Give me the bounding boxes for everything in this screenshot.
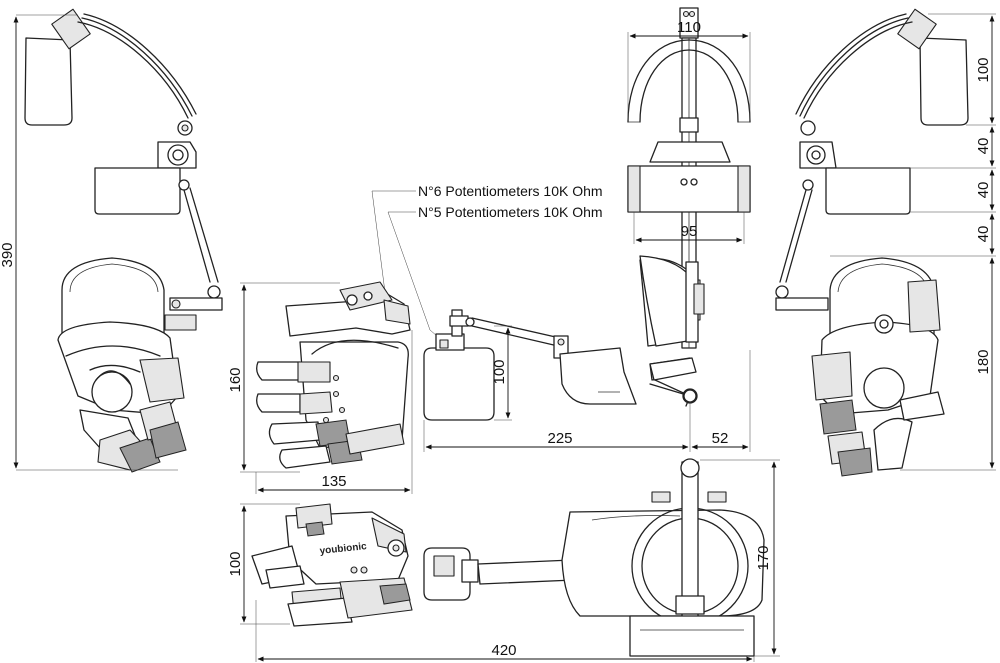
dimension-hand-width: 135	[255, 330, 413, 494]
dim-label-top-width: 110	[677, 19, 701, 36]
right-side-view	[775, 8, 969, 477]
arm-side-view	[423, 255, 705, 421]
dimension-arm-height: 100	[491, 325, 512, 421]
bottom-hand-view: youbionic	[251, 503, 413, 627]
bottom-arm-view	[423, 458, 765, 657]
dim-label-bracket-width: 95	[681, 223, 698, 240]
dim-label-overall-height: 390	[0, 242, 16, 267]
dim-label-wrist-offset: 52	[712, 430, 729, 447]
dimension-overall-height: 390	[0, 14, 178, 471]
dimension-bottom-total-height: 170	[700, 459, 780, 657]
dim-label-arm-reach: 225	[547, 430, 572, 447]
dimension-bracket-width: 95	[633, 212, 745, 244]
dim-label-arm-height: 100	[491, 359, 508, 384]
brand-logo-text: youbionic	[319, 541, 368, 557]
dim-label-overall-length: 420	[491, 642, 516, 659]
right-dimension-chain: 100 40 40 40 180	[830, 13, 996, 471]
dim-label-top-right-upper: 100	[975, 57, 992, 82]
dimension-bottom-hand-height: 100	[227, 503, 300, 625]
dim-label-bottom-hand-height: 100	[227, 551, 244, 576]
dim-label-right-seg-2: 40	[975, 182, 992, 199]
potentiometer-annotations: N°6 Potentiometers 10K Ohm N°5 Potentiom…	[371, 183, 603, 343]
center-hand-view	[256, 281, 411, 469]
dimension-top-width: 110	[627, 19, 751, 120]
left-side-view	[24, 8, 223, 473]
dim-label-hand-width: 135	[321, 473, 346, 490]
dimension-overall-length: 420	[255, 600, 755, 662]
dim-label-hand-height: 160	[227, 367, 244, 392]
dim-label-right-seg-3: 40	[975, 226, 992, 243]
dim-label-right-lower: 180	[975, 349, 992, 374]
note-potentiometers-5: N°5 Potentiometers 10K Ohm	[418, 204, 603, 220]
dimension-hand-height: 160	[227, 282, 340, 473]
dim-label-bottom-total-height: 170	[755, 545, 772, 570]
dimension-arm-reach: 225 52	[423, 350, 751, 452]
note-potentiometers-6: N°6 Potentiometers 10K Ohm	[418, 183, 603, 199]
dim-label-right-seg-1: 40	[975, 138, 992, 155]
front-view	[627, 7, 751, 404]
